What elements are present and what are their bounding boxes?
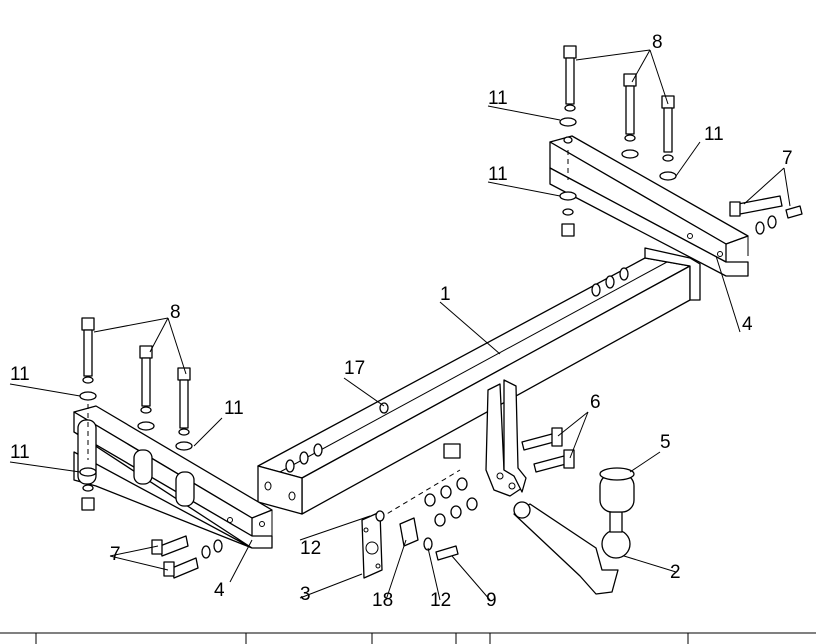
callout-6: 6 (590, 392, 601, 413)
leader-lines (9, 49, 791, 601)
callout-11-left-mid: 11 (224, 398, 244, 419)
callout-7-right: 7 (782, 148, 793, 169)
callout-11-right: 11 (704, 124, 724, 145)
callout-8-top: 8 (652, 32, 663, 53)
beam-fasteners (285, 267, 629, 473)
left-mount-bracket (73, 405, 273, 549)
callout-12-bottom: 12 (430, 590, 451, 611)
callout-2: 2 (670, 562, 681, 583)
callout-11-left-bottom: 11 (10, 442, 30, 463)
mount-bolts-6 (424, 427, 575, 527)
callout-12-left: 12 (300, 538, 321, 559)
parts-table-edge (0, 632, 816, 644)
tow-ball (513, 467, 635, 595)
callout-1: 1 (440, 284, 451, 305)
callout-4-left: 4 (214, 580, 225, 601)
callout-5: 5 (660, 432, 671, 453)
center-mount (379, 379, 527, 519)
left-bolts (79, 317, 193, 511)
socket-assembly (361, 510, 459, 579)
callout-4-right: 4 (742, 314, 753, 335)
callout-11-left-top: 11 (10, 364, 30, 385)
callout-17: 17 (344, 358, 365, 379)
callout-11-top: 11 (488, 88, 508, 109)
right-mount-bracket (549, 135, 749, 277)
right-bolts (559, 45, 677, 237)
callout-18: 18 (372, 590, 393, 611)
callout-8-left: 8 (170, 302, 181, 323)
callout-9: 9 (486, 590, 497, 611)
callout-11-mid: 11 (488, 164, 508, 185)
side-bolts (151, 195, 803, 579)
callout-7-left: 7 (110, 544, 121, 565)
callout-3: 3 (300, 584, 311, 605)
